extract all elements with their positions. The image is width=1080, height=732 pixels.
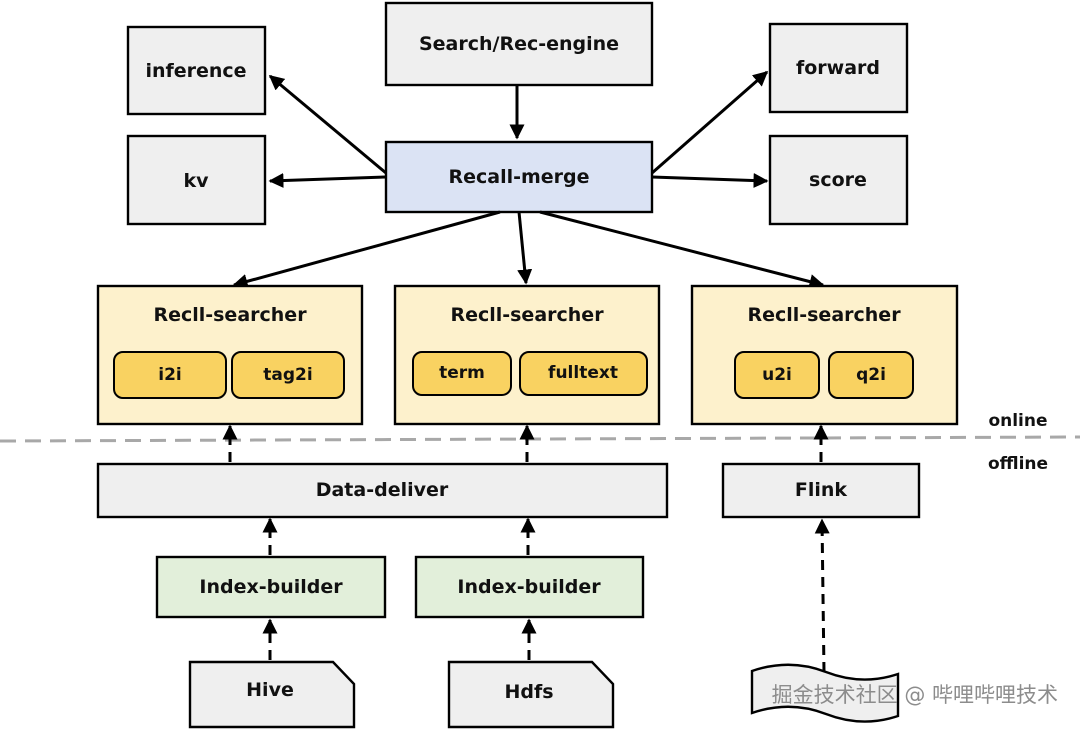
- arrow-merge-to-score: [651, 173, 769, 189]
- tag2i-chip: tag2i: [231, 351, 345, 399]
- flink-label: Flink: [795, 479, 848, 501]
- arrow-merge-to-inference: [268, 74, 387, 175]
- index-builder-node-2: Index-builder: [414, 555, 645, 619]
- data-deliver-node: Data-deliver: [96, 462, 669, 519]
- score-label: score: [809, 169, 867, 191]
- searcher-3-label: Recll-searcher: [747, 304, 901, 326]
- inference-node: inference: [126, 25, 267, 116]
- u2i-chip: u2i: [734, 351, 820, 399]
- hive-label: Hive: [246, 679, 294, 701]
- forward-label: forward: [796, 57, 880, 79]
- arrow-merge-to-searcher-3: [539, 210, 825, 289]
- engine-label: Search/Rec-engine: [419, 33, 619, 55]
- recall-merge-node: Recall-merge: [384, 140, 654, 214]
- arrow-stream-to-flink: [814, 518, 830, 673]
- recall-merge-label: Recall-merge: [448, 166, 589, 188]
- fulltext-chip: fulltext: [519, 351, 648, 396]
- term-chip: term: [412, 351, 512, 396]
- u2i-label: u2i: [762, 365, 792, 385]
- q2i-chip: q2i: [828, 351, 914, 399]
- online-label: online: [988, 411, 1047, 431]
- arrow-merge-to-searcher-2: [517, 211, 533, 285]
- hdfs-label: Hdfs: [504, 681, 553, 703]
- arrow-merge-to-kv: [268, 173, 387, 189]
- inference-label: inference: [145, 60, 246, 82]
- hdfs-node: Hdfs: [447, 660, 615, 729]
- stream-source-icon: [750, 663, 900, 723]
- fulltext-label: fulltext: [548, 363, 618, 383]
- kv-label: kv: [183, 170, 209, 192]
- searcher-node-3: Recll-searcher u2i q2i: [690, 284, 959, 426]
- forward-node: forward: [768, 22, 909, 114]
- offline-label: offline: [988, 454, 1048, 474]
- kv-node: kv: [126, 134, 267, 226]
- term-label: term: [439, 363, 485, 383]
- i2i-label: i2i: [158, 365, 181, 385]
- index-builder-1-label: Index-builder: [199, 576, 343, 598]
- arrow-merge-to-searcher-1: [232, 210, 501, 289]
- index-builder-2-label: Index-builder: [457, 576, 601, 598]
- searcher-2-label: Recll-searcher: [450, 304, 604, 326]
- engine-node: Search/Rec-engine: [384, 1, 654, 87]
- hive-node: Hive: [188, 660, 356, 729]
- data-deliver-label: Data-deliver: [316, 479, 449, 501]
- online-offline-divider: [0, 435, 1080, 443]
- watermark: 掘金技术社区 @ 哔哩哔哩技术: [772, 683, 1058, 707]
- searcher-node-1: Recll-searcher i2i tag2i: [96, 284, 364, 426]
- flink-node: Flink: [721, 462, 921, 519]
- score-node: score: [768, 134, 909, 226]
- index-builder-node-1: Index-builder: [155, 555, 387, 619]
- searcher-1-label: Recll-searcher: [153, 304, 307, 326]
- arrow-merge-to-forward: [651, 70, 769, 175]
- tag2i-label: tag2i: [263, 365, 312, 385]
- i2i-chip: i2i: [113, 351, 227, 399]
- q2i-label: q2i: [856, 365, 886, 385]
- searcher-node-2: Recll-searcher term fulltext: [393, 284, 661, 426]
